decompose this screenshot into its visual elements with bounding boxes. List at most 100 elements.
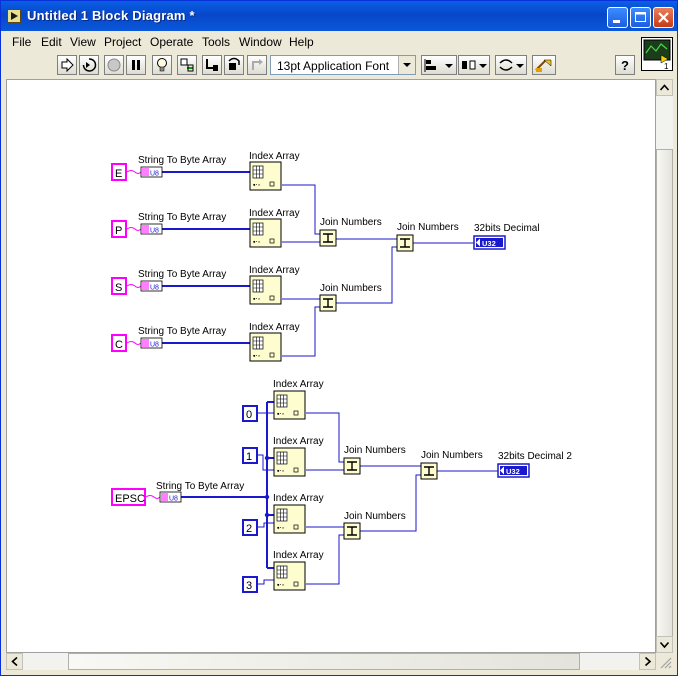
indicator-type: U32	[482, 239, 496, 248]
svg-text:▪‧◦: ▪‧◦	[277, 468, 284, 475]
minimize-button[interactable]	[607, 7, 628, 28]
context-help-button[interactable]: ?	[615, 55, 635, 75]
font-selector[interactable]: 13pt Application Font	[270, 55, 416, 75]
numeric-wire[interactable]	[306, 534, 344, 585]
string-to-byte-array-node[interactable]: String To Byte Array U8	[156, 481, 244, 503]
node-label: Index Array	[249, 265, 300, 276]
run-button[interactable]	[57, 55, 77, 75]
index-wire[interactable]	[258, 454, 274, 471]
menu-operate[interactable]: Operate	[150, 35, 194, 49]
abort-button[interactable]	[104, 55, 124, 75]
maximize-icon	[635, 12, 646, 22]
menu-tools[interactable]: Tools	[202, 35, 231, 49]
string-constant-text: C	[115, 339, 123, 351]
scroll-down-button[interactable]	[656, 636, 673, 653]
index-array-node[interactable]: Index Array ▪‧◦	[249, 322, 300, 362]
resize-grip[interactable]	[656, 653, 673, 670]
string-to-byte-array-node[interactable]: String To Byte Array U8	[138, 212, 226, 235]
string-constant-epsc[interactable]: EPSC	[111, 488, 146, 506]
numeric-wire[interactable]	[306, 412, 344, 463]
string-wire[interactable]	[145, 495, 161, 499]
vi-icon[interactable]: 1	[641, 37, 673, 71]
menu-window[interactable]: Window	[239, 35, 282, 49]
string-to-byte-array-node[interactable]: String To Byte Array U8	[138, 269, 226, 292]
join-numbers-node[interactable]: Join Numbers	[343, 511, 406, 540]
string-constant-s[interactable]: S	[111, 277, 127, 295]
step-into-button[interactable]	[202, 55, 222, 75]
menu-file[interactable]: File	[12, 35, 32, 49]
string-wire[interactable]	[126, 341, 142, 345]
retain-wire-values-button[interactable]	[177, 55, 197, 75]
menu-help[interactable]: Help	[289, 35, 314, 49]
string-constant-p[interactable]: P	[111, 220, 127, 238]
svg-text:▪‧◦: ▪‧◦	[277, 411, 284, 418]
distribute-objects-button[interactable]	[458, 55, 490, 75]
index-array-node[interactable]: Index Array ▪‧◦	[249, 151, 300, 191]
scroll-up-button[interactable]	[656, 79, 673, 96]
vi-connector-icon: 1	[641, 37, 673, 71]
window-title: Untitled 1 Block Diagram *	[27, 8, 195, 23]
maximize-button[interactable]	[630, 7, 651, 28]
index-array-node[interactable]: Index Array ▪‧◦	[273, 379, 324, 420]
join-numbers-node[interactable]: Join Numbers	[343, 445, 406, 475]
string-constant-c[interactable]: C	[111, 334, 127, 352]
menu-view[interactable]: View	[70, 35, 96, 49]
numeric-wire[interactable]	[360, 474, 421, 532]
menu-edit[interactable]: Edit	[41, 35, 62, 49]
close-icon	[658, 12, 669, 23]
string-wire[interactable]	[126, 170, 142, 174]
u32-indicator-32bits-decimal[interactable]: 32bits Decimal U32	[473, 223, 540, 250]
index-array-node[interactable]: Index Array ▪‧◦	[273, 436, 324, 477]
numeric-constant-3[interactable]: 3	[242, 576, 258, 593]
highlight-execution-button[interactable]	[152, 55, 172, 75]
string-to-byte-array-node[interactable]: String To Byte Array U8	[138, 155, 226, 178]
join-numbers-node[interactable]: Join Numbers	[319, 283, 382, 312]
horizontal-scrollbar[interactable]	[6, 653, 656, 670]
join-numbers-node[interactable]: Join Numbers	[396, 222, 459, 252]
numeric-constant-1[interactable]: 1	[242, 447, 258, 464]
numeric-wire[interactable]	[282, 306, 320, 357]
string-wire[interactable]	[126, 284, 142, 288]
scroll-right-button[interactable]	[639, 653, 656, 670]
join-numbers-node[interactable]: Join Numbers	[319, 217, 382, 247]
index-array-node[interactable]: Index Array ▪‧◦	[273, 493, 324, 534]
numeric-wire[interactable]	[282, 184, 320, 235]
index-wire[interactable]	[258, 579, 274, 585]
u32-indicator-32bits-decimal-2[interactable]: 32bits Decimal 2 U32	[497, 451, 572, 478]
numeric-constant-2[interactable]: 2	[242, 519, 258, 536]
step-over-button[interactable]	[224, 55, 244, 75]
node-label: Index Array	[273, 493, 324, 504]
scroll-left-button[interactable]	[6, 653, 23, 670]
node-label: String To Byte Array	[138, 212, 226, 223]
run-continuously-button[interactable]	[79, 55, 99, 75]
horizontal-scroll-thumb[interactable]	[68, 653, 580, 670]
distribute-objects-icon	[462, 60, 487, 70]
align-objects-button[interactable]	[421, 55, 457, 75]
chevron-down-icon[interactable]	[398, 56, 415, 74]
block-diagram[interactable]: E P S C String To Byte Array	[7, 80, 655, 652]
index-array-node[interactable]: Index Array ▪‧◦	[249, 208, 300, 248]
node-label: Index Array	[273, 550, 324, 561]
u8-tag: U8	[169, 496, 178, 503]
block-diagram-canvas[interactable]: E P S C String To Byte Array	[6, 79, 656, 653]
title-bar[interactable]: Untitled 1 Block Diagram *	[1, 1, 677, 31]
clean-up-diagram-button[interactable]	[532, 55, 556, 75]
vertical-scrollbar[interactable]	[656, 79, 673, 653]
index-wire[interactable]	[258, 522, 274, 528]
close-button[interactable]	[653, 7, 674, 28]
pause-button[interactable]	[126, 55, 146, 75]
string-wire[interactable]	[126, 227, 142, 231]
node-label: Index Array	[249, 151, 300, 162]
string-to-byte-array-node[interactable]: String To Byte Array U8	[138, 326, 226, 349]
numeric-constant-0[interactable]: 0	[242, 405, 258, 422]
reorder-icon	[499, 59, 524, 71]
index-array-node[interactable]: Index Array ▪‧◦	[273, 550, 324, 591]
vertical-scroll-thumb[interactable]	[656, 149, 673, 649]
menu-project[interactable]: Project	[104, 35, 142, 49]
numeric-wire[interactable]	[336, 246, 397, 304]
string-constant-e[interactable]: E	[111, 163, 127, 181]
join-numbers-node[interactable]: Join Numbers	[420, 450, 483, 480]
reorder-button[interactable]	[495, 55, 527, 75]
step-out-button[interactable]	[247, 55, 267, 75]
index-array-node[interactable]: Index Array ▪‧◦	[249, 265, 300, 305]
